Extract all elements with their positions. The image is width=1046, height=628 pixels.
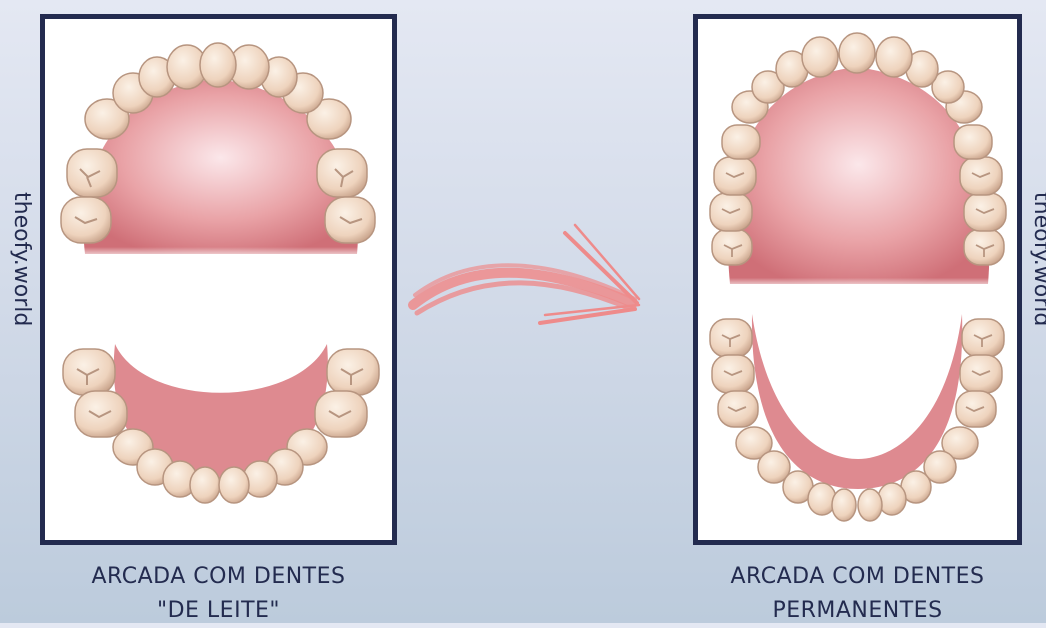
permanent-teeth-panel — [693, 14, 1022, 545]
primary-teeth-caption: ARCADA COM DENTES "DE LEITE" — [20, 560, 417, 628]
transition-arrow — [405, 215, 655, 335]
permanent-teeth-caption: ARCADA COM DENTES PERMANENTES — [665, 560, 1046, 628]
permanent-teeth-illustration — [698, 19, 1017, 540]
lower-arch — [710, 314, 1004, 521]
upper-arch — [710, 33, 1006, 289]
caption-line-1: ARCADA COM DENTES — [20, 560, 417, 594]
primary-teeth-panel — [40, 14, 397, 545]
primary-teeth-illustration — [45, 19, 392, 540]
watermark-left: theofy.world — [9, 192, 34, 326]
caption-line-1: ARCADA COM DENTES — [665, 560, 1046, 594]
watermark-right: theofy.world — [1029, 192, 1046, 326]
upper-arch — [61, 43, 375, 259]
lower-arch — [63, 344, 379, 503]
